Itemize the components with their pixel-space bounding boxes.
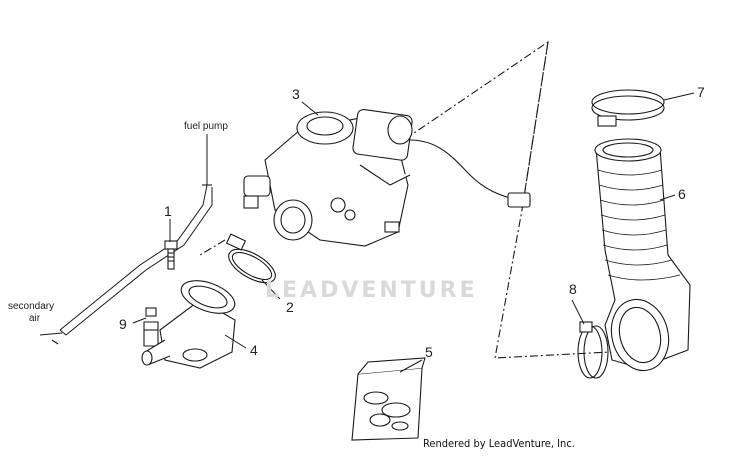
credit-text: Rendered by LeadVenture, Inc. xyxy=(423,437,575,450)
intake-manifold-part-4 xyxy=(141,280,236,369)
callout-2: 2 xyxy=(286,299,294,315)
callout-8: 8 xyxy=(569,281,577,297)
fitting-part-9 xyxy=(143,307,159,347)
gasket-kit-part-5 xyxy=(351,357,426,441)
intake-duct-part-6 xyxy=(594,138,691,372)
callout-7: 7 xyxy=(697,84,705,100)
callout-5: 5 xyxy=(425,344,433,360)
assembly-boundary xyxy=(199,40,611,359)
carburetor-part-3 xyxy=(243,108,531,247)
fuel-line xyxy=(39,135,213,345)
secondary-air-label-line1: secondary xyxy=(8,301,55,312)
watermark-text: LEADVENTURE xyxy=(265,278,478,303)
secondary-air-label-line2: air xyxy=(29,313,41,324)
callout-1: 1 xyxy=(164,203,172,219)
clamp-part-8 xyxy=(577,321,609,379)
callout-4: 4 xyxy=(250,342,258,358)
callout-3: 3 xyxy=(292,86,300,102)
clamp-part-7 xyxy=(591,89,665,127)
leader-lines xyxy=(132,92,695,373)
fuel-pump-label: fuel pump xyxy=(184,121,228,132)
callout-6: 6 xyxy=(678,186,686,202)
clamp-part-2 xyxy=(225,233,276,284)
bolt-part-1 xyxy=(164,240,178,270)
callout-9: 9 xyxy=(119,316,127,332)
